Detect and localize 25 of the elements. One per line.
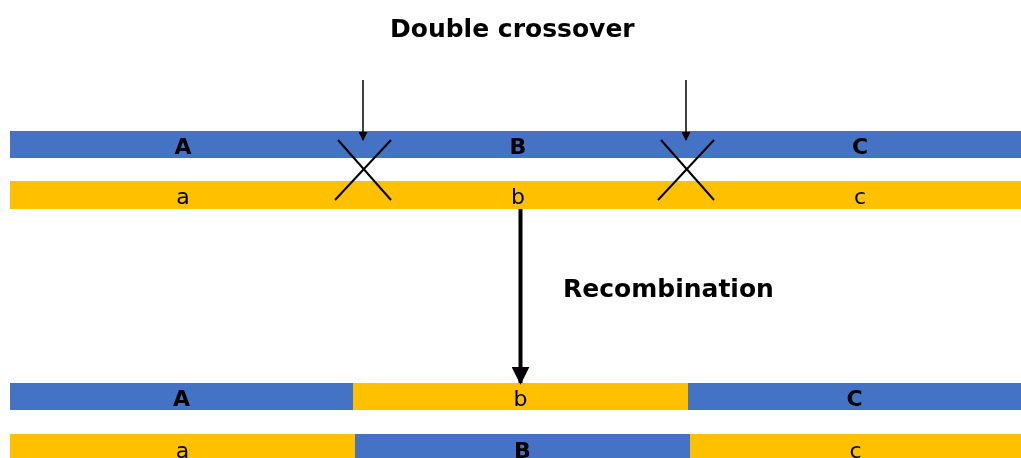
- allele-label: C: [851, 135, 869, 158]
- allele-label: B: [514, 439, 531, 458]
- chromosome-bar: [353, 383, 688, 410]
- chromosome-bar: [688, 383, 1021, 410]
- allele-label: b: [513, 387, 528, 410]
- diagram-title: Double crossover: [390, 14, 635, 43]
- allele-label: B: [509, 135, 527, 158]
- edge-label: Recombination: [563, 274, 774, 303]
- chromosome-bar: [10, 181, 1021, 209]
- allele-label: b: [511, 185, 525, 208]
- arrow: [681, 79, 691, 141]
- allele-label: C: [846, 387, 863, 410]
- allele-label: A: [174, 135, 192, 158]
- allele-label: a: [175, 439, 190, 458]
- allele-label: c: [853, 185, 867, 208]
- chromosome-bar: [10, 131, 1021, 158]
- chromosome-bar: [355, 434, 690, 458]
- chromosome-bar: [10, 434, 355, 458]
- arrow: [358, 79, 368, 141]
- allele-label: A: [173, 387, 190, 410]
- allele-label: a: [176, 185, 190, 208]
- allele-label: c: [849, 439, 862, 458]
- arrow: [511, 209, 530, 385]
- chromosome-bar: [10, 383, 353, 410]
- chromosome-bar: [690, 434, 1021, 458]
